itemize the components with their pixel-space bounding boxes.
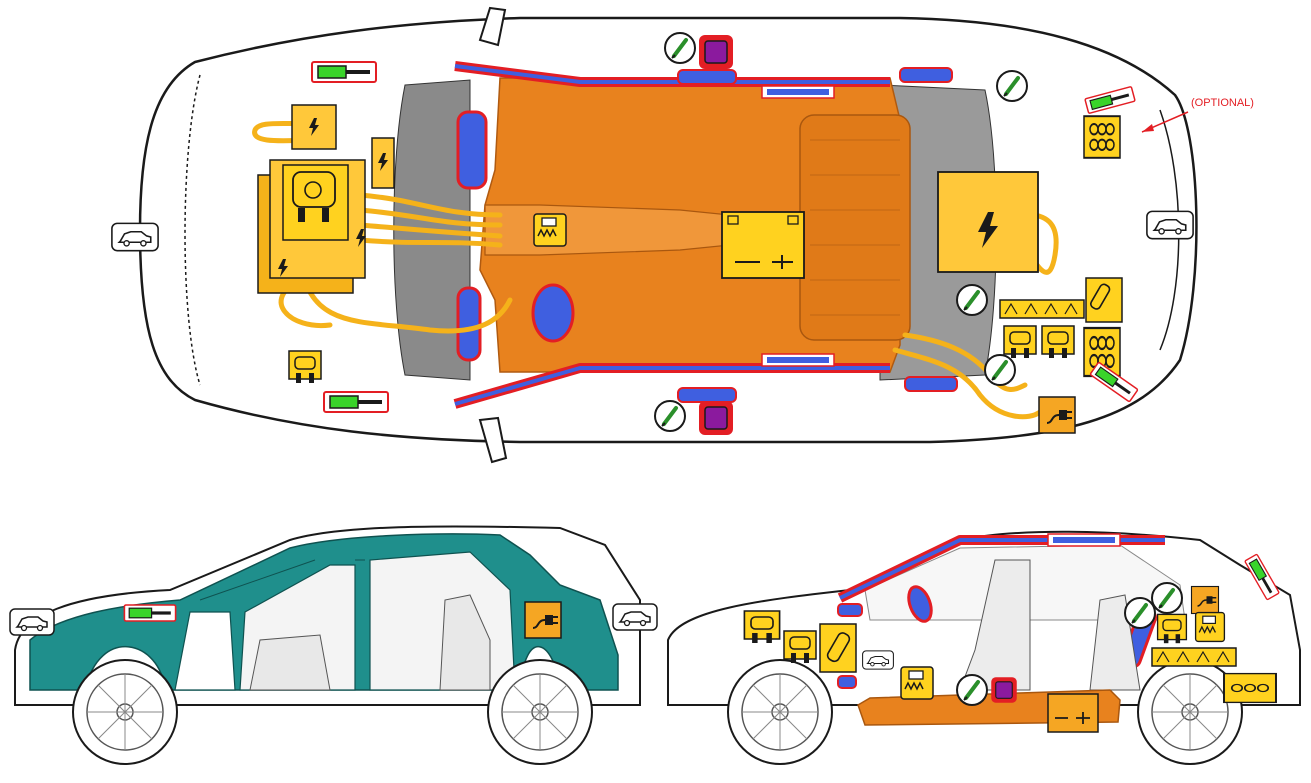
control-unit-icon-side-2: [1156, 613, 1188, 644]
fuse-icon-side-1: [743, 610, 781, 644]
ultra-capacitor-strip: [999, 299, 1085, 319]
cutting-tool-icon-3: [955, 283, 989, 317]
b-pillar-pad-bottom: [677, 387, 737, 403]
mirror-top: [478, 6, 507, 47]
airbag-inflator-icon-bottom: [698, 400, 734, 436]
hv-battery-icon-center: [721, 211, 805, 279]
wheel-rear-left: [487, 659, 593, 765]
gas-strut-icon-hood-bottom: [323, 391, 389, 413]
car-outline-icon-front: [111, 222, 159, 252]
charging-port-icon-side-left: [524, 601, 562, 639]
hv-fuse-box: [282, 164, 349, 241]
car-outline-icon-side-left-rear: [612, 603, 658, 631]
control-unit-icon-side-3: [1194, 611, 1226, 643]
c-pillar-pad-bottom: [904, 376, 958, 392]
a-pillar-reinforcement-lower: [456, 286, 482, 362]
steering-airbag-side: [907, 585, 933, 623]
side-view-left: [9, 525, 658, 765]
cutting-tool-icon-side-3: [1150, 581, 1184, 615]
control-unit-icon-rear-1: [1003, 325, 1037, 359]
cutting-tool-icon-4: [983, 353, 1017, 387]
b-pillar-pad-top: [677, 69, 737, 85]
cutting-tool-icon-1: [663, 31, 697, 65]
optional-label: (OPTIONAL): [1191, 97, 1254, 109]
mirror-bottom: [478, 416, 508, 464]
c-pillar-pad-top: [899, 67, 953, 83]
hv-battery-icon-side: [1047, 693, 1099, 733]
hv-battery-rear: [799, 114, 911, 341]
wheel-front-left: [72, 659, 178, 765]
charging-port-icon-side-right: [1190, 585, 1220, 615]
gas-strut-icon-hood-top: [311, 61, 377, 83]
ucap-icon-rear-1: [1083, 115, 1121, 159]
car-outline-icon-rear: [1146, 210, 1194, 240]
wheel-rear-right: [1137, 659, 1243, 765]
gas-strut-icon-side-left: [123, 604, 177, 622]
side-view-right: [667, 530, 1301, 765]
a-pillar-reinforcement-upper: [456, 110, 488, 190]
cutting-tool-icon-5: [653, 399, 687, 433]
cutting-tool-icon-side-1: [955, 673, 989, 707]
control-unit-icon-side-1: [783, 630, 817, 664]
pretensioner-icon-center: [533, 213, 567, 247]
ultra-capacitor-strip-side: [1151, 647, 1237, 667]
hv-cables-top: [252, 117, 1059, 420]
cutting-tool-icon-side-2: [1123, 596, 1157, 630]
cutting-tool-icon-2: [995, 69, 1029, 103]
pretensioner-icon-side: [900, 666, 934, 700]
airbag-inflator-icon-side: [990, 676, 1018, 704]
fuse-icon-front-bottom: [288, 350, 322, 384]
car-outline-icon-side-right: [862, 650, 894, 670]
car-outline-icon-side-left-front: [9, 608, 55, 636]
seat-reinforcement-oval: [531, 283, 575, 343]
wheel-front-right: [727, 659, 833, 765]
ultra-capacitor-icon-side: [819, 623, 857, 673]
control-unit-icon-rear-2: [1041, 325, 1075, 359]
charging-port-icon-top: [1038, 396, 1076, 434]
airbag-inflator-icon-top: [698, 34, 734, 70]
a-pillar-pad-side: [837, 603, 863, 617]
top-view: [111, 6, 1198, 464]
ucap-icon-side: [1223, 672, 1277, 704]
a-pillar-pad-side-lower: [837, 675, 857, 689]
